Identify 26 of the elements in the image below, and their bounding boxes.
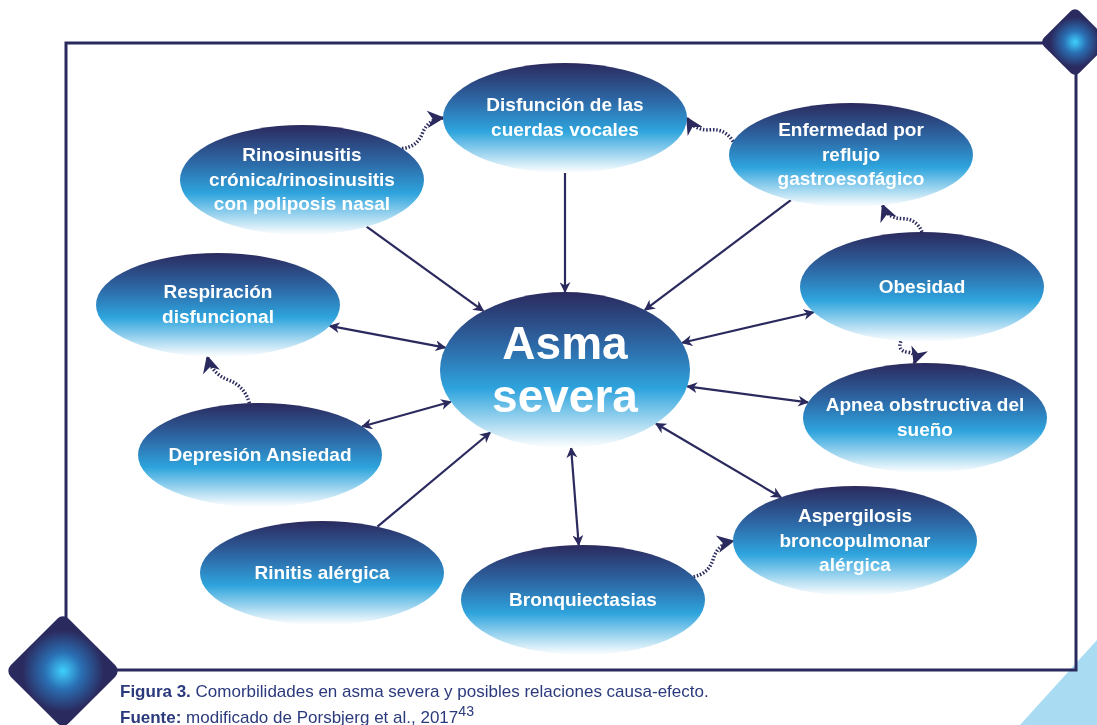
dotted-arrow xyxy=(401,111,445,151)
node-label: Obesidad xyxy=(877,274,967,299)
arrow xyxy=(376,431,492,528)
node-label: Depresión Ansiedad xyxy=(167,442,353,467)
node-label: Respiración disfuncional xyxy=(161,280,275,329)
node-label: Apnea obstructiva del sueño xyxy=(824,393,1026,442)
node-label: Disfunción de las cuerdas vocales xyxy=(485,93,645,142)
node-label: Bronquiectasias xyxy=(508,587,658,612)
arrow xyxy=(328,322,447,352)
dotted-arrow xyxy=(693,536,735,579)
node-label: Asma severa xyxy=(491,317,639,423)
node-label: Rinosinusitis crónica/rinosinusitis con poliposis nasal xyxy=(208,142,396,217)
dotted-arrow xyxy=(685,116,735,143)
arrow xyxy=(566,446,584,547)
arrow xyxy=(365,225,485,312)
arrow xyxy=(681,309,815,346)
dotted-arrow xyxy=(203,355,252,404)
node-label: Aspergilosis broncopulmonar alérgica xyxy=(778,503,932,578)
arrow xyxy=(686,382,810,407)
arrow xyxy=(559,173,571,294)
node-label: Enfermedad por reflujo gastroesofágico xyxy=(776,117,926,192)
arrow xyxy=(643,199,792,311)
node-label: Rinitis alérgica xyxy=(253,560,391,585)
arrow xyxy=(361,399,452,430)
arrow xyxy=(654,422,782,499)
figure-caption: Figura 3. Comorbilidades en asma severa y posibles relaciones causa-efecto. xyxy=(120,682,709,702)
